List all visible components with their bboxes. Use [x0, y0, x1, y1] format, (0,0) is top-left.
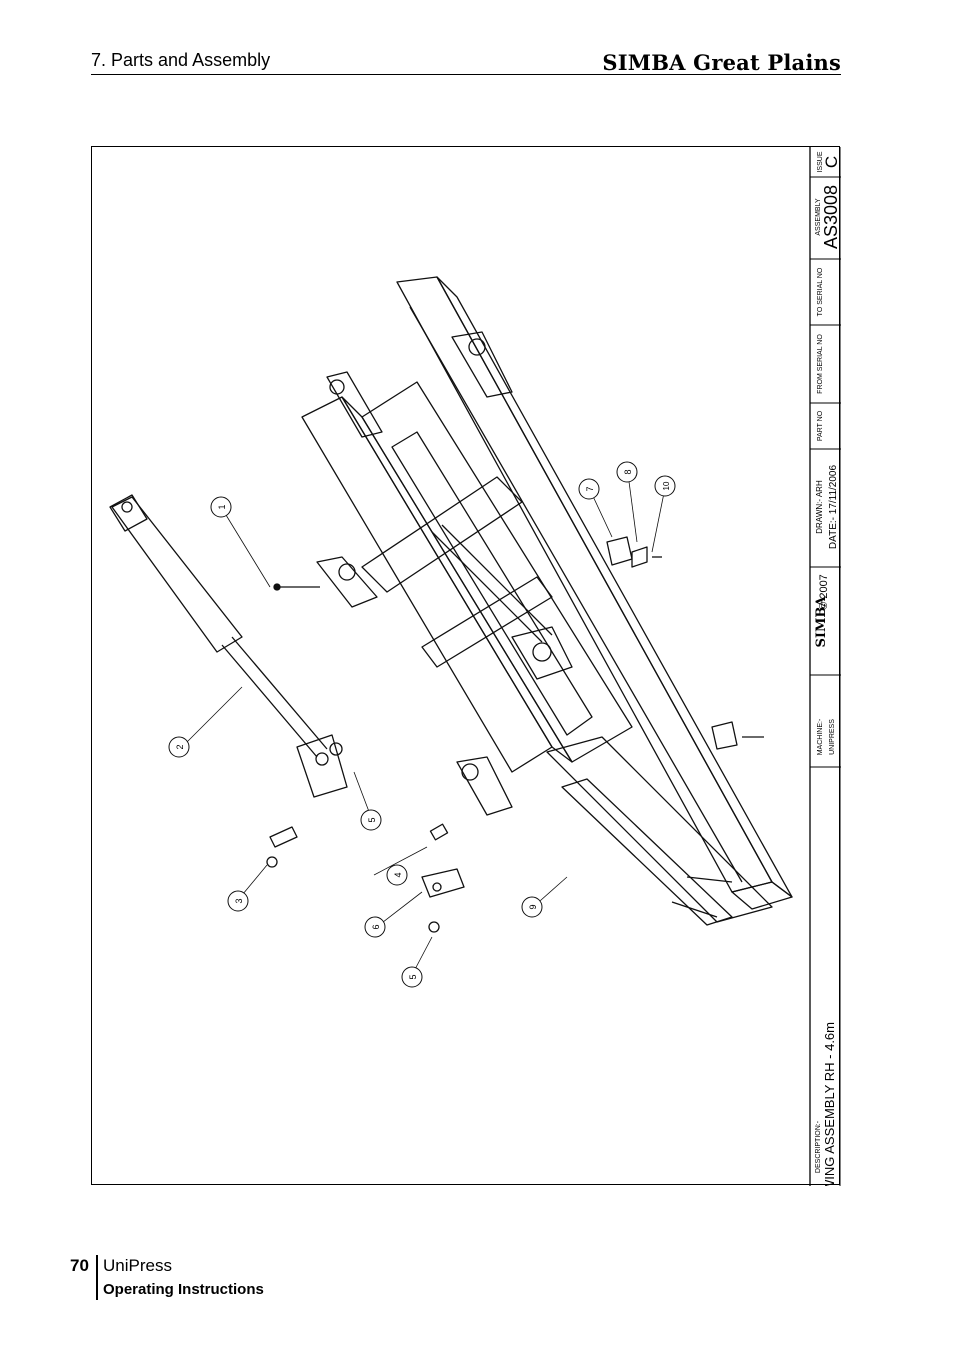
callout-6: 6: [364, 916, 386, 938]
footer-divider: [96, 1255, 98, 1300]
wing-assembly-drawing: 1 2 3 4 5 5 6 7: [109, 147, 841, 1186]
description-value: WING ASSEMBLY RH - 4.6m: [822, 1022, 837, 1186]
callout-4-label: 4: [393, 872, 403, 877]
callout-9: 9: [521, 896, 543, 918]
product-name: UniPress: [103, 1256, 172, 1275]
callout-3: 3: [227, 890, 249, 912]
technical-drawing-frame: 1 2 3 4 5 5 6 7: [91, 146, 841, 1186]
mounting-plates: [316, 331, 513, 816]
hydraulic-cylinder: [109, 494, 348, 798]
callout-1: 1: [210, 496, 232, 518]
callout-10-label: 10: [662, 481, 671, 490]
drawing-date: DATE:- 17/11/2006: [828, 465, 839, 550]
callout-8-label: 8: [623, 469, 633, 474]
from-serial-label: FROM SERIAL NO: [817, 334, 824, 394]
callout-2: 2: [168, 736, 190, 758]
page-number: 70: [70, 1256, 89, 1275]
callout-6-label: 6: [371, 924, 381, 929]
callout-9-label: 9: [528, 904, 538, 909]
inner-box-frame: [301, 381, 633, 773]
machine-label: MACHINE:-: [817, 718, 824, 755]
to-serial-label: TO SERIAL NO: [817, 267, 824, 316]
callout-1-label: 1: [217, 504, 227, 509]
machine-name: UNIPRESS: [829, 719, 836, 755]
callout-2-label: 2: [175, 744, 185, 749]
callout-7-label: 7: [585, 486, 595, 491]
small-parts: [266, 536, 764, 933]
issue-value: C: [822, 156, 841, 168]
leader-lines: [183, 473, 666, 976]
frame-extension: [546, 736, 773, 926]
assembly-label: ASSEMBLY: [815, 198, 822, 236]
callout-10: 10: [654, 475, 676, 497]
brand-logo: SIMBA Great Plains: [602, 50, 841, 75]
main-frame-beam: [396, 276, 793, 910]
callout-3-label: 3: [234, 898, 244, 903]
callout-7: 7: [578, 478, 600, 500]
assembly-number: AS3008: [821, 185, 841, 249]
description-label: DESCRIPTION:-: [815, 1120, 822, 1173]
header-divider: [91, 74, 841, 75]
callout-5a-label: 5: [367, 817, 377, 822]
title-block: ISSUE C ASSEMBLY AS3008 TO SERIAL NO FRO…: [809, 147, 841, 1186]
part-no-label: PART NO: [817, 410, 824, 441]
callout-5b: 5: [401, 966, 423, 988]
document-subtitle: Operating Instructions: [103, 1281, 264, 1298]
callout-4: 4: [386, 864, 408, 886]
drawn-by: DRAWN:- ARH: [815, 480, 824, 534]
simba-logo: SIMBA: [814, 596, 829, 648]
section-title: 7. Parts and Assembly: [91, 50, 271, 70]
pivot-shaft: [431, 524, 573, 680]
copyright: © 2007: [818, 574, 830, 610]
callout-5b-label: 5: [408, 974, 418, 979]
callout-8: 8: [616, 461, 638, 483]
callout-5a: 5: [360, 809, 382, 831]
issue-label: ISSUE: [817, 151, 824, 172]
